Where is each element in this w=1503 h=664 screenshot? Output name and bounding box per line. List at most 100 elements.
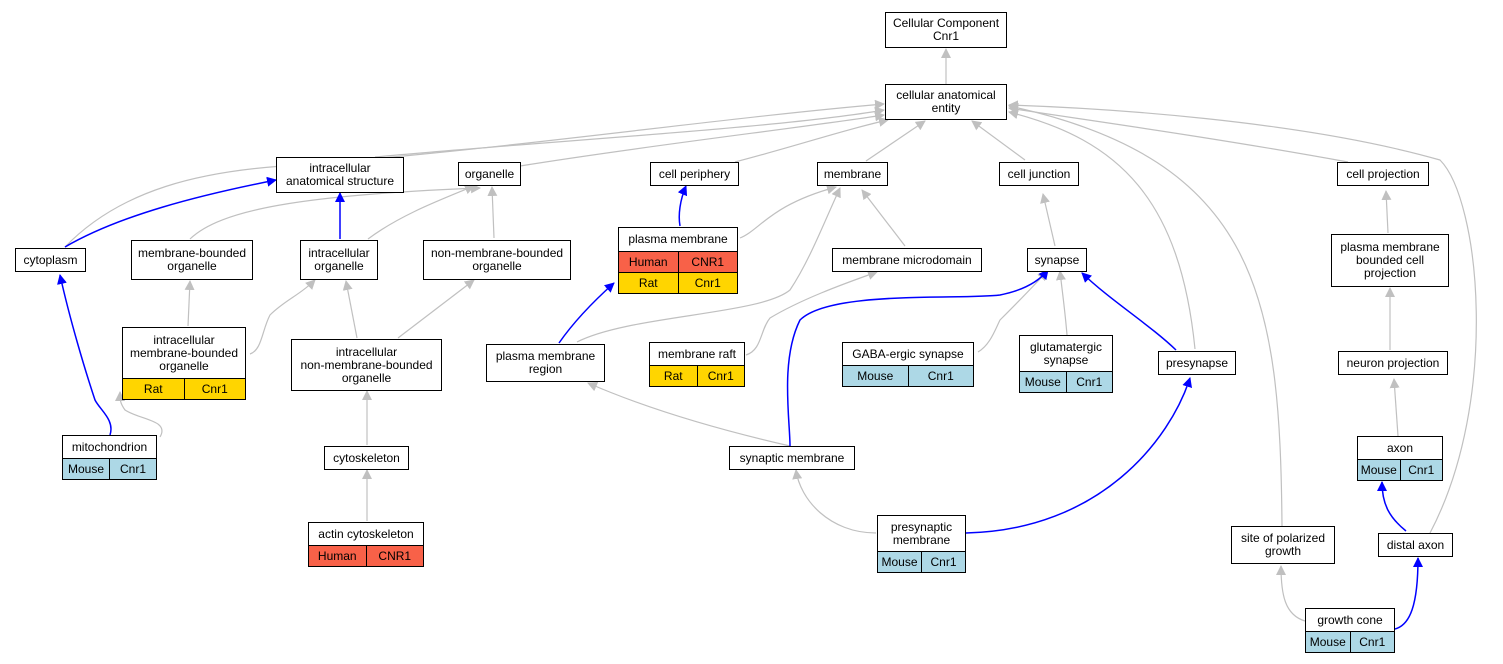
species-row-mouse: Mouse Cnr1 [878, 551, 965, 572]
node-label: membrane [823, 166, 882, 181]
node-presynapse[interactable]: presynapse [1158, 351, 1236, 375]
species-name: Rat [663, 369, 683, 383]
node-cell-junction[interactable]: cell junction [999, 162, 1079, 186]
species-row-mouse: Mouse Cnr1 [1358, 459, 1442, 480]
node-intracellular-organelle[interactable]: intracellular organelle [300, 240, 378, 280]
edge-presyn-synapse [1081, 272, 1177, 351]
edge-synmem-pmr [587, 382, 791, 447]
edge-pmr-pm [558, 282, 615, 344]
edge-presynmem-presyn [965, 377, 1192, 534]
species-name: Mouse [1360, 463, 1397, 477]
species-name: Mouse [67, 462, 105, 476]
node-actin-cytoskeleton[interactable]: actin cytoskeleton Human CNR1 [308, 522, 424, 567]
node-synapse[interactable]: synapse [1027, 248, 1087, 272]
species-row-mouse: Mouse Cnr1 [843, 365, 973, 386]
node-gaba-ergic-synapse[interactable]: GABA-ergic synapse Mouse Cnr1 [842, 342, 974, 387]
node-cellular-anatomical-entity[interactable]: cellular anatomical entity [885, 84, 1007, 120]
edge-cellper-cae [734, 116, 889, 163]
node-label: presynapse [1165, 355, 1229, 370]
node-label: cytoskeleton [333, 450, 400, 465]
node-label: Cellular Component Cnr1 [892, 16, 1000, 43]
node-label: organelle [464, 166, 515, 181]
edge-pm-membrane [739, 184, 837, 239]
node-cellular-component-cnr1[interactable]: Cellular Component Cnr1 [885, 12, 1007, 48]
node-label: intracellular anatomical structure [285, 161, 395, 188]
node-axon[interactable]: axon Mouse Cnr1 [1357, 436, 1443, 481]
species-name: Mouse [881, 555, 918, 569]
edge-gaba-synapse [977, 270, 1048, 353]
node-site-of-polarized-growth[interactable]: site of polarized growth [1231, 526, 1335, 564]
node-label: glutamatergic synapse [1029, 339, 1103, 367]
node-label: site of polarized growth [1240, 531, 1326, 558]
node-glutamatergic-synapse[interactable]: glutamatergic synapse Mouse Cnr1 [1019, 335, 1113, 393]
node-label: synaptic membrane [739, 450, 845, 465]
gene-symbol: CNR1 [365, 546, 424, 566]
node-membrane-raft[interactable]: membrane raft Rat Cnr1 [649, 342, 745, 387]
edge-pmr-membrane [576, 187, 841, 343]
node-presynaptic-membrane[interactable]: presynaptic membrane Mouse Cnr1 [877, 515, 966, 573]
node-plasma-membrane-bounded-cell-projection[interactable]: plasma membrane bounded cell projection [1331, 234, 1449, 287]
gene-symbol: Cnr1 [183, 379, 246, 399]
gene-symbol: Cnr1 [921, 552, 965, 572]
node-membrane-microdomain[interactable]: membrane microdomain [832, 248, 982, 272]
edge-cytoplasm-ias [64, 176, 277, 248]
node-label: intracellular membrane-bounded organelle [129, 332, 239, 373]
edge-presyn-cae [1008, 109, 1196, 350]
edge-glut-synapse [1055, 270, 1068, 336]
node-non-membrane-bounded-organelle[interactable]: non-membrane-bounded organelle [423, 240, 571, 280]
edge-pmbcp-cellproj [1381, 190, 1392, 234]
node-plasma-membrane[interactable]: plasma membrane Human CNR1 Rat Cnr1 [618, 227, 738, 294]
node-cytoskeleton[interactable]: cytoskeleton [324, 446, 409, 470]
node-membrane[interactable]: membrane [817, 162, 888, 186]
edge-mbo-organelle [189, 183, 481, 240]
edge-membrane-cae [865, 120, 926, 162]
node-intracellular-anatomical-structure[interactable]: intracellular anatomical structure [276, 157, 404, 193]
node-organelle[interactable]: organelle [458, 162, 521, 186]
node-cell-periphery[interactable]: cell periphery [650, 162, 739, 186]
species-name: Human [317, 549, 357, 563]
edge-imbo-io [249, 279, 316, 355]
node-plasma-membrane-region[interactable]: plasma membrane region [486, 344, 605, 382]
node-label: axon [1386, 440, 1414, 455]
node-label: intracellular non-membrane-bounded organ… [300, 344, 433, 385]
gene-symbol: Cnr1 [109, 459, 156, 479]
node-label: membrane raft [657, 346, 737, 361]
node-cell-projection[interactable]: cell projection [1337, 162, 1429, 186]
species-name: Mouse [857, 369, 894, 383]
species-name: Mouse [1309, 635, 1346, 649]
species-name: Rat [638, 276, 658, 290]
node-label: distal axon [1386, 537, 1445, 552]
edge-mraft-mmd [745, 270, 878, 356]
species-row-human: Human CNR1 [309, 545, 423, 566]
species-name: Human [628, 255, 668, 269]
node-label: non-membrane-bounded organelle [430, 246, 564, 273]
species-row-rat: Rat Cnr1 [123, 378, 245, 399]
node-mitochondrion[interactable]: mitochondrion Mouse Cnr1 [62, 435, 157, 480]
edge-imbo-mbo [184, 280, 195, 327]
species-row-mouse: Mouse Cnr1 [1306, 631, 1394, 652]
species-name: Rat [143, 382, 163, 396]
node-neuron-projection[interactable]: neuron projection [1338, 351, 1448, 375]
node-membrane-bounded-organelle[interactable]: membrane-bounded organelle [131, 240, 253, 280]
node-synaptic-membrane[interactable]: synaptic membrane [729, 446, 855, 470]
node-cytoplasm[interactable]: cytoplasm [15, 248, 86, 272]
edge-nmbo-organelle [487, 186, 498, 239]
edge-inmbo-nmbo [397, 279, 475, 339]
node-label: intracellular organelle [308, 246, 370, 273]
edge-mmd-membrane [861, 189, 906, 247]
node-label: plasma membrane region [495, 349, 596, 376]
edge-mito-cytoplasm [57, 274, 112, 436]
node-intracellular-non-membrane-bounded-organelle[interactable]: intracellular non-membrane-bounded organ… [291, 339, 442, 391]
gene-symbol: CNR1 [677, 252, 738, 272]
gene-symbol: Cnr1 [1065, 372, 1113, 392]
node-label: neuron projection [1346, 355, 1440, 370]
node-label: plasma membrane bounded cell projection [1340, 240, 1440, 280]
edge-presynmem-synmem [792, 469, 877, 534]
node-label: cellular anatomical entity [896, 88, 996, 115]
node-intracellular-membrane-bounded-organelle[interactable]: intracellular membrane-bounded organelle… [122, 327, 246, 400]
node-distal-axon[interactable]: distal axon [1378, 533, 1453, 557]
node-label: presynaptic membrane [890, 519, 953, 547]
edge-synmem-synapse [786, 269, 1049, 447]
node-growth-cone[interactable]: growth cone Mouse Cnr1 [1305, 608, 1395, 653]
node-label: cell periphery [658, 166, 731, 181]
